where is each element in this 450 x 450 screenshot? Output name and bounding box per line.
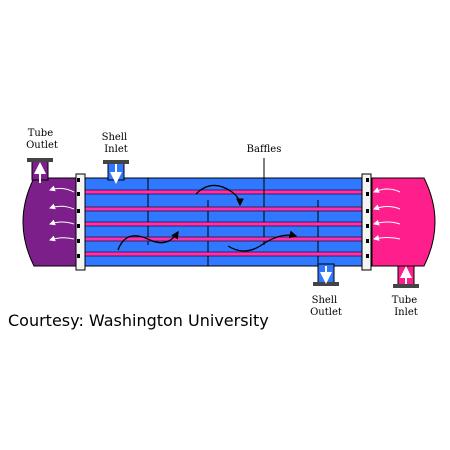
tube bbox=[83, 251, 363, 257]
tube-flow-arrows-right bbox=[373, 187, 401, 241]
shell-inlet-label-line2: Inlet bbox=[104, 144, 128, 155]
baffles-label: Baffles bbox=[247, 144, 282, 155]
tube-inlet-label-line2: Inlet bbox=[394, 307, 418, 318]
credit-text: Courtesy: Washington University bbox=[8, 311, 269, 330]
shell-outlet-label-line2: Outlet bbox=[310, 307, 342, 318]
tube-inlet-label: Tube Inlet bbox=[392, 295, 421, 318]
shell-inlet-label: Shell Inlet bbox=[102, 132, 131, 155]
tube-inlet-head bbox=[371, 177, 436, 267]
shell-outlet-label-line1: Shell bbox=[312, 295, 338, 306]
shell-outlet-flange bbox=[313, 282, 339, 286]
tube-outlet-label-line2: Outlet bbox=[26, 140, 58, 151]
tube bbox=[83, 206, 363, 212]
shell-inlet-label-line1: Shell bbox=[102, 132, 128, 143]
tube-inlet-label-line1: Tube bbox=[392, 295, 418, 306]
tube-outlet-head bbox=[22, 177, 79, 267]
tube bbox=[83, 189, 363, 195]
tube-flow-arrows-left bbox=[49, 185, 75, 242]
shell-flow-arrows bbox=[117, 184, 298, 252]
left-tubesheet bbox=[75, 173, 86, 271]
right-tubesheet bbox=[361, 173, 372, 271]
tube bbox=[83, 221, 363, 227]
tube-outlet-flange bbox=[27, 158, 53, 162]
shell-outlet-label: Shell Outlet bbox=[310, 295, 342, 318]
tube-outlet-label-line1: Tube bbox=[28, 128, 54, 139]
tube-inlet-flange bbox=[393, 284, 419, 288]
tube-outlet-label: Tube Outlet bbox=[26, 128, 58, 151]
shell-inlet-flange bbox=[103, 160, 129, 164]
